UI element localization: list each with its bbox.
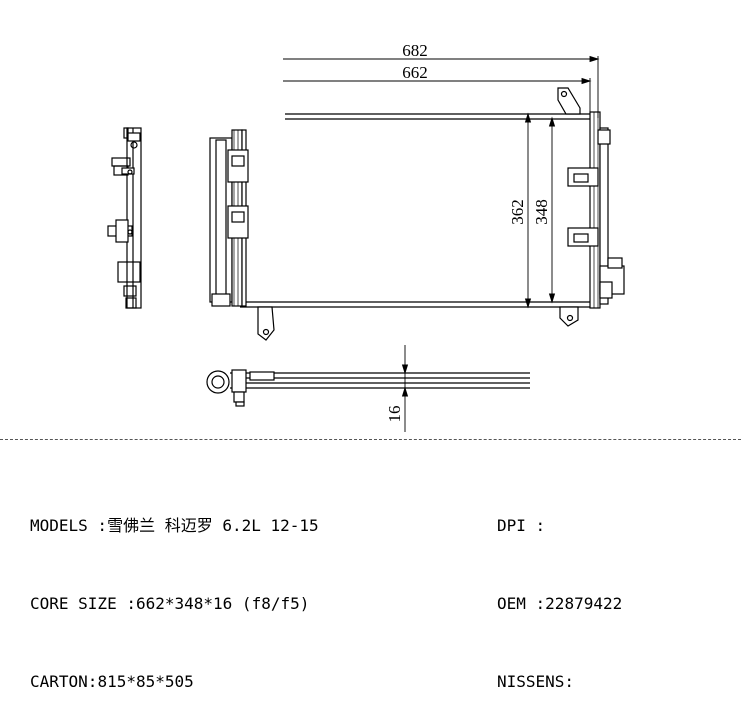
carton-value: 815*85*505 (97, 672, 194, 691)
models-value: 雪佛兰 科迈罗 6.2L 12-15 (107, 516, 319, 535)
core-size-row: CORE SIZE :662*348*16 (f8/f5) (30, 591, 319, 617)
condenser-technical-drawing: 682 662 362 348 16 (107, 41, 625, 432)
dim-core-width: 662 (402, 63, 428, 82)
models-label: MODELS : (30, 516, 108, 535)
spec-block-left: MODELS :雪佛兰 科迈罗 6.2L 12-15 CORE SIZE :66… (30, 461, 319, 721)
dim-core-height: 348 (532, 199, 551, 225)
dim-thickness: 16 (385, 406, 404, 423)
carton-row: CARTON:815*85*505 (30, 669, 319, 695)
models-row: MODELS :雪佛兰 科迈罗 6.2L 12-15 (30, 513, 319, 539)
carton-label: CARTON: (30, 672, 98, 691)
nissens-label: NISSENS: (497, 672, 575, 691)
side-view (107, 127, 142, 309)
dpi-label: DPI : (497, 516, 546, 535)
dashed-divider (0, 439, 741, 440)
top-view (206, 369, 530, 407)
dim-overall-height: 362 (508, 199, 527, 225)
dpi-row: DPI : (497, 513, 622, 539)
nissens-row: NISSENS: (497, 669, 622, 695)
dim-overall-width: 682 (402, 41, 428, 60)
spec-block-right: DPI : OEM :22879422 NISSENS: (497, 461, 622, 721)
core-size-value: 662*348*16 (f8/f5) (135, 594, 310, 613)
dimension-lines (283, 55, 600, 432)
front-view (209, 87, 625, 341)
oem-row: OEM :22879422 (497, 591, 622, 617)
oem-value: 22879422 (545, 594, 623, 613)
core-size-label: CORE SIZE : (30, 594, 136, 613)
oem-label: OEM : (497, 594, 546, 613)
